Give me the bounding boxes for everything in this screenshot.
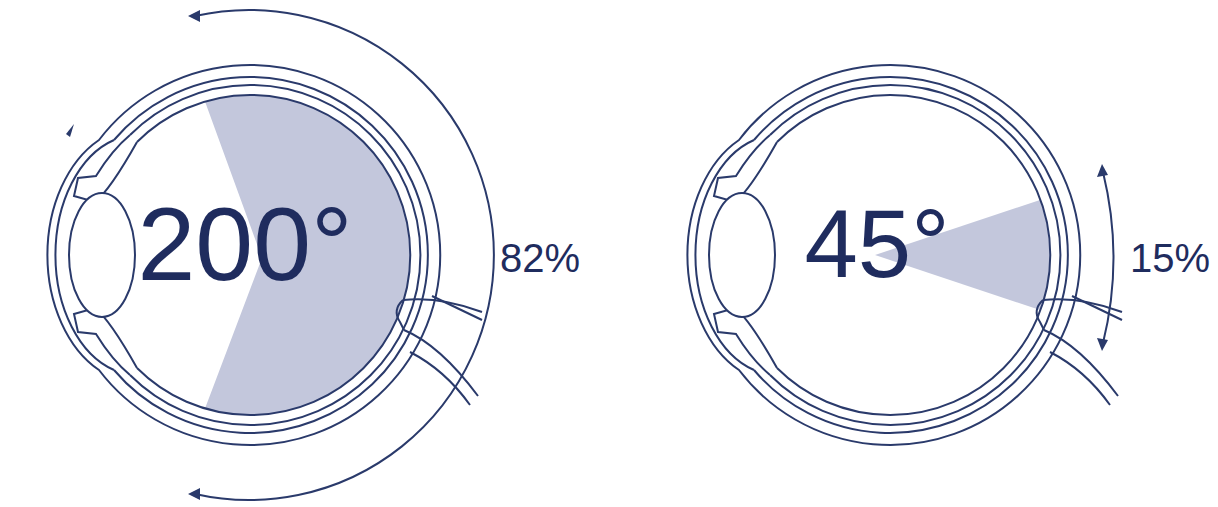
arrow-head <box>1097 164 1108 177</box>
angle-value: 45° <box>804 196 949 292</box>
arrow-head <box>66 124 74 137</box>
arrow-head <box>188 488 200 500</box>
arrow-head <box>1097 338 1108 351</box>
right-eye <box>687 65 1122 445</box>
arrow-head <box>188 10 200 22</box>
left-eye <box>47 65 482 445</box>
percentage-value: 82% <box>500 238 580 278</box>
field-arc-arrow <box>1103 172 1114 343</box>
angle-value: 200° <box>137 192 352 296</box>
percentage-value: 15% <box>1130 238 1210 278</box>
